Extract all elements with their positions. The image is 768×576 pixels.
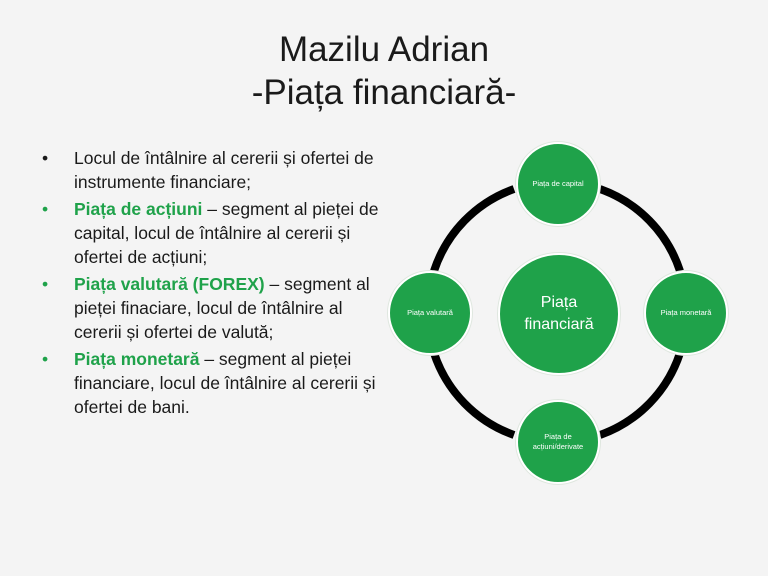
ring-arc-bottom-right [598,351,684,439]
node-piata-de-actiuni: Piața de acțiuni/derivate [516,400,600,484]
financial-market-diagram: Piața financiară Piața de capital Piața … [382,135,768,495]
node-label: Piața de capital [532,179,584,188]
bullet-item-valutara: • Piața valutară (FOREX) – segment al pi… [40,272,385,344]
node-label: Piața valutară [407,308,453,317]
ring-arc-top-right [598,185,684,273]
bullet-highlight: Piața monetară [74,349,200,369]
title-line-topic: -Piața financiară- [251,73,517,112]
ring-arc-top-left [430,185,516,273]
bullet-dot: • [42,274,49,294]
bullet-item-actiuni: • Piața de acțiuni – segment al pieței d… [40,197,385,269]
bullet-item-definition: • Locul de întâlnire al cererii și ofert… [40,146,385,194]
node-label: Piața monetară [660,308,712,317]
bullet-item-monetara: • Piața monetară – segment al pieței fin… [40,347,385,419]
bullet-highlight: Piața de acțiuni [74,199,203,219]
node-label: Piața de acțiuni/derivate [532,432,584,451]
bullet-text: – segment al pieței financiare, locul de… [74,349,376,417]
bullet-dot: • [42,199,49,219]
node-piata-valutara: Piața valutară [388,271,472,355]
ring-arc-bottom-left [430,351,516,439]
bullet-list: • Locul de întâlnire al cererii și ofert… [40,146,385,422]
slide-title: Mazilu Adrian -Piața financiară- [0,28,768,114]
diagram-ring-svg [430,185,684,439]
bullet-text: – segment al pieței de capital, locul de… [74,199,379,267]
node-piata-monetara: Piața monetară [644,271,728,355]
node-piata-financiara: Piața financiară [498,253,620,375]
bullet-dot: • [42,349,49,369]
node-label: Piața financiară [524,294,594,333]
node-piata-de-capital: Piața de capital [516,142,600,226]
bullet-text: Locul de întâlnire al cererii și ofertei… [74,148,374,192]
bullet-text: – segment al pieței finaciare, locul de … [74,274,370,342]
bullet-dot: • [42,148,49,168]
bullet-highlight: Piața valutară (FOREX) [74,274,265,294]
title-line-author: Mazilu Adrian [278,30,490,69]
